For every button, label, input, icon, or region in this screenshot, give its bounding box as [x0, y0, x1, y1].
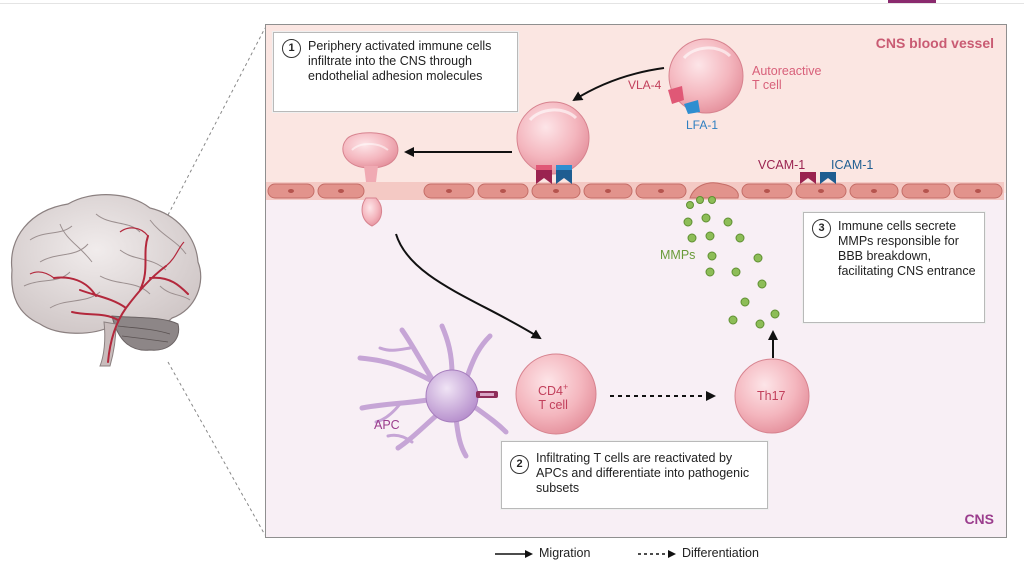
- migration-arrow-1: [572, 67, 665, 102]
- legend-migration: Migration: [495, 546, 590, 560]
- step-number-3: 3: [812, 219, 831, 238]
- endothelial-layer: [266, 182, 1004, 200]
- brain-icon: [10, 194, 202, 367]
- migration-arrow-3: [395, 233, 542, 340]
- autoreactive-t-cell: [668, 38, 744, 114]
- vessel-label: CNS blood vessel: [875, 35, 994, 51]
- cd4-label-text: CD4: [538, 384, 564, 399]
- cns-label: CNS: [964, 511, 994, 527]
- step-text-3: Immune cells secrete MMPs responsible fo…: [838, 219, 976, 278]
- step-text-1: Periphery activated immune cells infiltr…: [308, 39, 492, 83]
- lfa1-receptor-icon: [684, 100, 700, 114]
- adhered-t-cell: [516, 101, 590, 184]
- mmps-label: MMPs: [660, 248, 696, 262]
- step-box-2: 2 Infiltrating T cells are reactivated b…: [501, 441, 768, 509]
- cd4-label-sup: +: [563, 382, 569, 392]
- step-box-3: 3 Immune cells secrete MMPs responsible …: [803, 212, 985, 323]
- top-accent-bar: [888, 0, 936, 3]
- cd4-label-line2: T cell: [538, 398, 568, 413]
- transmigrating-cell: [342, 132, 399, 227]
- apc-label: APC: [374, 418, 400, 432]
- mmp-particles: [683, 196, 780, 329]
- icam1-label: ICAM-1: [831, 158, 874, 172]
- cd4-t-cell: [515, 353, 597, 435]
- dashed-arrow-icon: [638, 549, 676, 558]
- vcam1-label: VCAM-1: [758, 158, 806, 172]
- step-text-2: Infiltrating T cells are reactivated by …: [536, 451, 750, 495]
- top-divider: [0, 3, 1024, 4]
- cd4-label: CD4+ T cell: [538, 380, 568, 412]
- autoreactive-label-line2: T cell: [752, 78, 782, 92]
- apc-cell: [357, 323, 509, 459]
- step-number-1: 1: [282, 39, 301, 58]
- step-box-1: 1 Periphery activated immune cells infil…: [273, 32, 518, 112]
- step-number-2: 2: [510, 455, 529, 474]
- autoreactive-label-line1: Autoreactive: [752, 64, 822, 78]
- zoom-line-top: [167, 27, 266, 216]
- th17-cell: [734, 358, 810, 434]
- solid-arrow-icon: [495, 549, 533, 558]
- adhesion-molecules: [800, 172, 836, 184]
- vla4-receptor-icon: [668, 86, 684, 104]
- vla4-label: VLA-4: [628, 78, 662, 92]
- th17-label: Th17: [757, 389, 786, 403]
- legend-differentiation-label: Differentiation: [682, 546, 759, 560]
- autoreactive-label: Autoreactive T cell: [752, 64, 821, 92]
- lfa1-label: LFA-1: [686, 118, 719, 132]
- legend-migration-label: Migration: [539, 546, 591, 560]
- legend-differentiation: Differentiation: [638, 546, 759, 560]
